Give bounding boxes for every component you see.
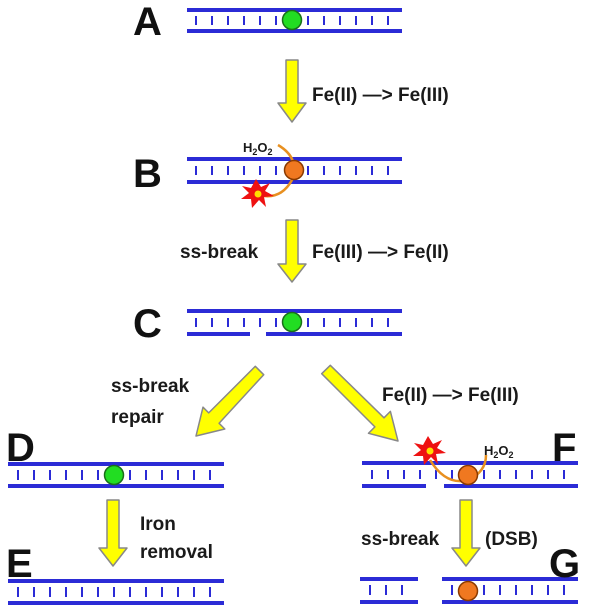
step-label-d-to-e-line1: Iron [140,514,176,535]
dna-g [360,577,578,604]
arrow-c-to-d [195,365,265,437]
step-label-c-to-d-line1: ss-break [111,376,190,397]
base-pairs [17,587,211,597]
step-label-d-to-e-line2: removal [140,542,213,563]
step-label-b-to-c-break: ss-break [180,242,259,263]
stage-label-e: E [6,542,33,586]
arrow-a-to-b [277,59,307,123]
base-pairs [195,166,389,175]
step-label-f-to-g-break: ss-break [361,529,440,550]
dna-f [362,436,578,488]
dna-c [187,309,402,336]
h2o2-label-f: H2O2 [484,443,514,460]
base-pairs [195,318,389,327]
step-label-c-to-f: Fe(II) —> Fe(III) [382,385,519,406]
h2o2-label-b: H2O2 [243,140,273,157]
fe2-ion [281,9,303,31]
arrow-c-to-f [320,364,399,442]
stage-label-b: B [133,152,162,196]
base-pairs [195,16,389,25]
fe3-ion [283,159,305,181]
base-pairs [369,585,565,595]
base-pairs [371,470,565,479]
step-label-f-to-g-dsb: (DSB) [485,529,538,550]
stage-label-f: F [552,426,576,470]
arrow-d-to-e [98,499,128,567]
base-pairs [17,470,211,480]
stage-label-a: A [133,0,162,44]
step-label-c-to-d-line2: repair [111,407,164,428]
step-label-a-to-b: Fe(II) —> Fe(III) [312,85,449,106]
stage-label-d: D [6,426,35,470]
fe2-ion [103,464,125,486]
dna-e [8,579,224,605]
stage-label-c: C [133,302,162,346]
fe3-ion [457,464,479,486]
arrow-f-to-g [451,499,481,567]
dna-a [187,8,402,33]
step-label-b-to-c-redox: Fe(III) —> Fe(II) [312,242,449,263]
dna-d [8,462,224,488]
arrow-b-to-c [277,219,307,283]
fe2-ion [281,311,303,333]
dna-b [187,143,402,208]
stage-label-g: G [549,542,580,586]
fe3-ion [457,580,479,602]
